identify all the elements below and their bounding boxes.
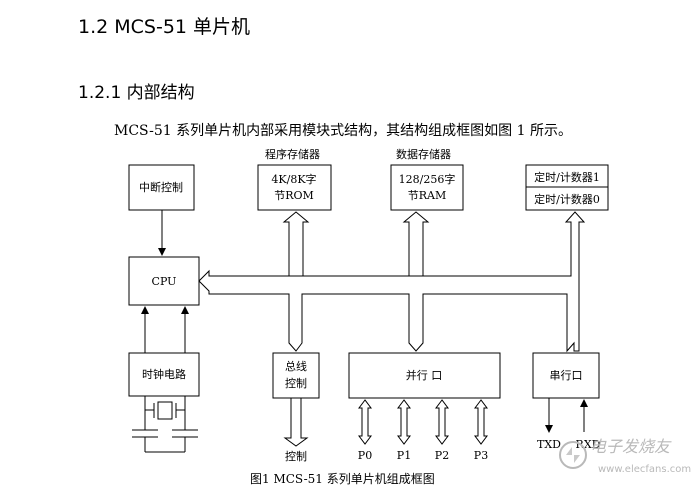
ram-bus-link: [402, 211, 430, 276]
watermark-text: 电子发烧友: [590, 437, 672, 456]
watermark-logo-icon: [559, 441, 587, 469]
data-memory-label: 数据存储器: [396, 147, 451, 161]
rom-bus-link: [282, 211, 310, 276]
port-p2-label: P2: [435, 449, 449, 462]
watermark: 电子发烧友 www.elecfans.com: [559, 437, 691, 475]
cpu-label: CPU: [152, 275, 177, 288]
rxd-label: RXD: [576, 438, 601, 451]
serial-port-label: 串行口: [550, 369, 583, 382]
ram-label-line2: 节RAM: [408, 189, 447, 202]
program-memory-label: 程序存储器: [265, 147, 320, 161]
parallel-port-box: [348, 352, 501, 399]
txd-label: TXD: [537, 438, 561, 451]
port-p3-label: P3: [474, 449, 488, 462]
bus-control-box: [272, 352, 320, 399]
subsection-heading: 1.2.1 内部结构: [78, 83, 195, 103]
intro-paragraph: MCS-51 系列单片机内部采用模块式结构，其结构组成框图如图 1 所示。: [114, 123, 572, 139]
bus-control-output: [283, 398, 309, 447]
bus-control-label-line2: 控制: [285, 376, 307, 390]
internal-bus: [198, 211, 586, 353]
serial-port-box: [532, 352, 600, 399]
clock-circuit-label: 时钟电路: [142, 367, 186, 381]
port-p0-label: P0: [358, 449, 372, 462]
rom-box: [257, 164, 332, 211]
figure-caption: 图1 MCS-51 系列单片机组成框图: [250, 472, 435, 485]
ram-box: [390, 164, 464, 211]
timer0-label: 定时/计数器0: [534, 192, 600, 206]
bus-control-label-line1: 总线: [285, 359, 307, 373]
crystal-circuit: [132, 396, 198, 453]
watermark-url: www.elecfans.com: [598, 464, 691, 475]
rom-label-line2: 节ROM: [274, 189, 314, 202]
ram-label-line1: 128/256字: [399, 172, 456, 186]
section-heading: 1.2 MCS-51 单片机: [78, 16, 251, 38]
timer1-label: 定时/计数器1: [534, 170, 600, 184]
bus-output-label: 控制: [285, 449, 307, 463]
interrupt-control-label: 中断控制: [139, 180, 183, 194]
clock-box: [128, 352, 200, 397]
parallel-port-label: 并行 口: [406, 368, 443, 382]
port-arrows: [358, 399, 488, 445]
port-p1-label: P1: [397, 449, 411, 462]
rom-label-line1: 4K/8K字: [271, 172, 316, 186]
